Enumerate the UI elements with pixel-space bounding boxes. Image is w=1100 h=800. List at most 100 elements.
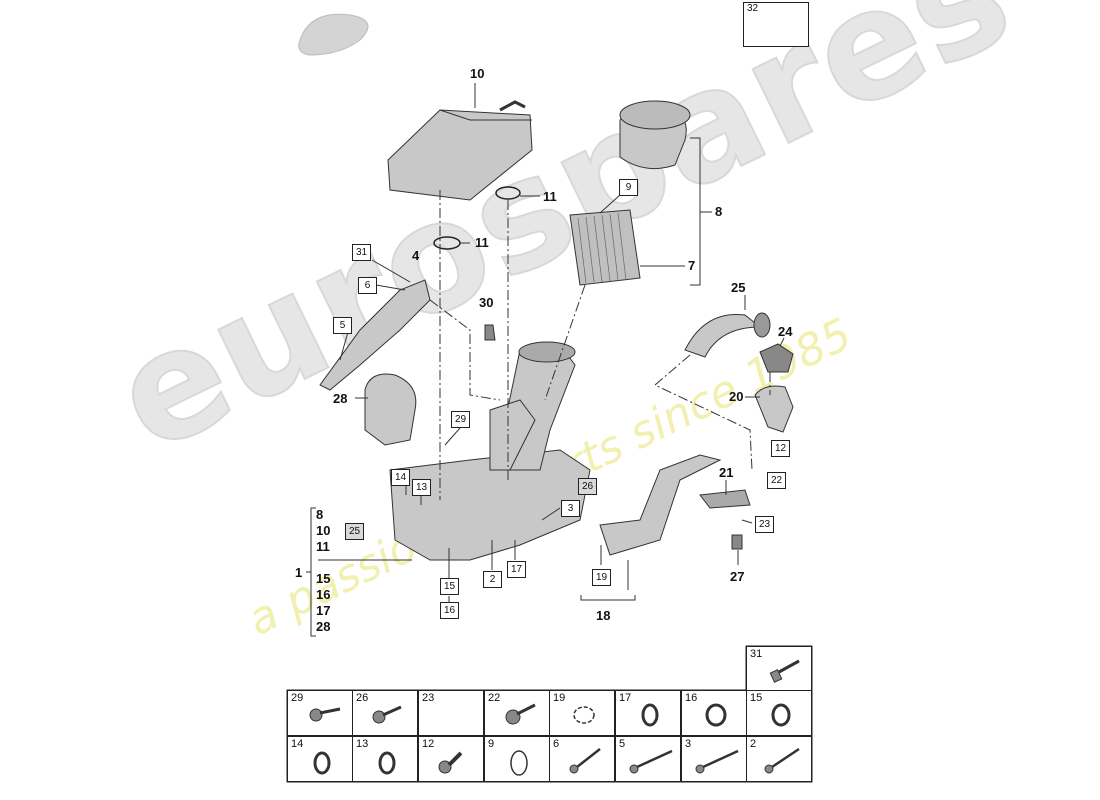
- bracket: [319, 279, 431, 391]
- parts-cell-number: 19: [553, 692, 566, 704]
- parts-cell-number: 17: [619, 692, 632, 704]
- parts-cell-number: 15: [750, 692, 763, 704]
- parts-cell-13[interactable]: 13: [352, 736, 418, 782]
- bolt-icon: [764, 747, 800, 774]
- parts-cell-17[interactable]: 17: [615, 690, 681, 736]
- parts-cell-number: 13: [356, 738, 369, 750]
- parts-cell-6[interactable]: 6: [549, 736, 615, 782]
- callout-24: 24: [778, 324, 793, 339]
- parts-cell-14[interactable]: 14: [287, 736, 353, 782]
- seal-ring-icon: [771, 703, 791, 727]
- bolt-icon: [695, 749, 739, 774]
- parts-cell-2[interactable]: 2: [746, 736, 812, 782]
- group-item: 15: [316, 571, 331, 586]
- parts-cell-15[interactable]: 15: [746, 690, 812, 736]
- seal-ring-icon: [641, 703, 659, 727]
- part-box-14[interactable]: 14: [391, 469, 410, 486]
- group-list: 8 10 11 15 16 17 28: [316, 508, 346, 634]
- parts-cell-number: 16: [685, 692, 698, 704]
- clip-icon: [573, 706, 595, 724]
- parts-cell-number: 2: [750, 738, 757, 750]
- callout-20: 20: [729, 389, 744, 404]
- part-box-12[interactable]: 12: [771, 440, 790, 457]
- group-item: 11: [316, 539, 330, 554]
- o-ring: [495, 186, 521, 200]
- group-item: 16: [316, 587, 331, 602]
- parts-cell-number: 9: [488, 738, 495, 750]
- holder: [699, 489, 751, 509]
- group-item: 8: [316, 507, 324, 522]
- parts-cell-22[interactable]: 22: [484, 690, 550, 736]
- part-box-16[interactable]: 16: [440, 602, 459, 619]
- callout-28: 28: [333, 391, 348, 406]
- bolt-icon: [769, 659, 800, 683]
- part-box-31[interactable]: 31: [352, 244, 371, 261]
- parts-cell-number: 12: [422, 738, 435, 750]
- sensor: [731, 534, 743, 550]
- part-box-13[interactable]: 13: [412, 479, 431, 496]
- parts-cell-23[interactable]: 23: [418, 690, 484, 736]
- seal-ring-icon: [378, 751, 396, 775]
- parts-cell-3[interactable]: 3: [681, 736, 747, 782]
- bolt-icon: [438, 751, 463, 774]
- callout-8: 8: [715, 204, 723, 219]
- group-item: 10: [316, 523, 331, 538]
- part-box-25[interactable]: 25: [345, 523, 364, 540]
- bolt-icon: [309, 707, 341, 722]
- parts-cell-number: 3: [685, 738, 692, 750]
- part-box-3[interactable]: 3: [561, 500, 580, 517]
- parts-cell-12[interactable]: 12: [418, 736, 484, 782]
- callout-30: 30: [479, 295, 494, 310]
- o-ring-icon: [510, 750, 528, 776]
- callout-11: 11: [475, 235, 489, 250]
- part-box-19[interactable]: 19: [592, 569, 611, 586]
- callout-7: 7: [688, 258, 696, 273]
- parts-cell-number: 14: [291, 738, 304, 750]
- bolt-icon: [372, 705, 402, 724]
- part-box-32[interactable]: 32: [743, 2, 809, 47]
- callout-1: 1: [295, 565, 303, 580]
- bolt-icon: [569, 748, 601, 774]
- group-item: 28: [316, 619, 331, 634]
- part-box-6[interactable]: 6: [358, 277, 377, 294]
- parts-cell-26[interactable]: 26: [352, 690, 418, 736]
- parts-cell-29[interactable]: 29: [287, 690, 353, 736]
- part-box-9[interactable]: 9: [619, 179, 638, 196]
- callout-21: 21: [719, 465, 734, 480]
- callout-27: 27: [730, 569, 745, 584]
- callout-10: 10: [470, 66, 485, 81]
- parts-cell-number: 6: [553, 738, 560, 750]
- seal-ring-icon: [705, 703, 727, 727]
- part-box-17[interactable]: 17: [507, 561, 526, 578]
- parts-cell-19[interactable]: 19: [549, 690, 615, 736]
- part-box-23[interactable]: 23: [755, 516, 774, 533]
- o-ring: [433, 236, 461, 250]
- callout-25: 25: [731, 280, 746, 295]
- oil-pipe: [599, 454, 722, 556]
- part-box-26[interactable]: 26: [578, 478, 597, 495]
- parts-cell-number: 5: [619, 738, 626, 750]
- parts-cell-number: 23: [422, 692, 435, 704]
- bolt-icon: [505, 703, 536, 725]
- parts-cell-16[interactable]: 16: [681, 690, 747, 736]
- parts-cell-number: 26: [356, 692, 369, 704]
- oil-separator: [364, 373, 417, 446]
- parts-cell-5[interactable]: 5: [615, 736, 681, 782]
- breather-hose: [684, 313, 762, 358]
- part-box-5[interactable]: 5: [333, 317, 352, 334]
- part-box-2[interactable]: 2: [483, 571, 502, 588]
- callout-11: 11: [543, 189, 557, 204]
- cap: [759, 343, 794, 373]
- bolt-icon: [629, 749, 673, 774]
- valve: [754, 385, 794, 433]
- group-item: 17: [316, 603, 331, 618]
- parts-cell-31[interactable]: 31: [746, 646, 812, 692]
- parts-cell-9[interactable]: 9: [484, 736, 550, 782]
- filter-element: [569, 209, 641, 286]
- part-box-29[interactable]: 29: [451, 411, 470, 428]
- part-box-22[interactable]: 22: [767, 472, 786, 489]
- callout-4: 4: [412, 248, 420, 263]
- part-box-15[interactable]: 15: [440, 578, 459, 595]
